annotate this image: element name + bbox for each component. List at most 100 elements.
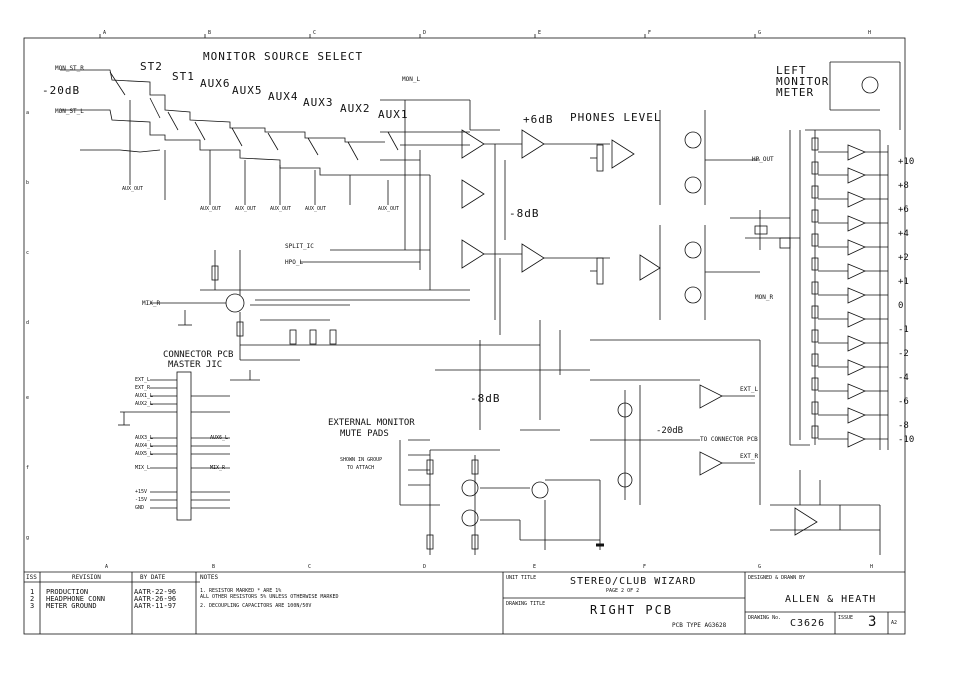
tb-rev-1-iss: 1 <box>30 588 35 596</box>
grid-left-f: f <box>26 465 30 471</box>
tb-company: ALLEN & HEATH <box>785 594 877 605</box>
grid-left-e: e <box>26 395 30 401</box>
external-monitor-title-1: EXTERNAL MONITOR <box>328 418 415 428</box>
grid-left-g: g <box>26 535 30 541</box>
grid-top-d: D <box>423 30 427 36</box>
connector-pin-6: AUX5_L <box>135 451 154 457</box>
grid-top-c: C <box>313 30 317 36</box>
meter-scale-12: -10 <box>898 435 915 445</box>
tb-rev-3-iss: 3 <box>30 602 35 610</box>
meter-scale-4: +2 <box>898 253 909 263</box>
connector-header <box>118 370 260 521</box>
net-label-aux-out-2: AUX_OUT <box>200 206 222 212</box>
tb-rev-2-text: HEADPHONE CONN <box>46 595 106 603</box>
connector-pin-4: AUX3_L <box>135 435 154 441</box>
tb-note-2: 2. DECOUPLING CAPACITORS ARE 100N/50V <box>200 603 312 609</box>
grid-top-g: G <box>758 30 762 36</box>
net-label-ext-l: EXT_L <box>740 386 759 393</box>
connector-pin-0: EXT_L <box>135 377 151 383</box>
grid-bottom-d: D <box>423 564 427 570</box>
meter-scale-9: -4 <box>898 373 909 383</box>
drawing-border <box>23 37 906 635</box>
source-select-switches <box>60 69 470 290</box>
meter-scale-0: +10 <box>898 157 915 167</box>
external-monitor-title-2: MUTE PADS <box>340 429 389 439</box>
connector-pin-11: -15V <box>135 497 148 503</box>
switch-label-aux5: AUX5 <box>232 84 263 97</box>
tb-by-date-header: BY DATE <box>140 574 166 581</box>
meter-scale-7: -1 <box>898 325 909 335</box>
grid-bottom-b: B <box>212 564 216 570</box>
lower-output-stage <box>590 379 881 555</box>
connector-pin-2: AUX1_L <box>135 393 154 399</box>
net-label-hp-out: HP_OUT <box>752 156 774 163</box>
tb-rev-1-date: AATR-22-96 <box>134 588 177 596</box>
meter-scale-11: -8 <box>898 421 909 431</box>
tb-iss-header: ISS <box>26 574 37 581</box>
left-monitor-meter-title-1: LEFT <box>776 64 807 77</box>
connector-pin-9: MIX_R <box>210 465 226 471</box>
grid-top-f: F <box>648 30 652 36</box>
level-label-plus6: +6dB <box>523 113 554 126</box>
switch-label-aux3: AUX3 <box>303 96 334 109</box>
meter-scale-8: -2 <box>898 349 909 359</box>
switch-label-aux6: AUX6 <box>200 77 231 90</box>
switch-label-aux4: AUX4 <box>268 90 299 103</box>
grid-left-b: b <box>26 180 30 186</box>
tb-drawing-no-label: DRAWING No. <box>748 615 782 621</box>
tb-drawing-no: C3626 <box>790 618 826 629</box>
meter-scale-2: +6 <box>898 205 909 215</box>
tb-drawing-title-label: DRAWING TITLE <box>506 601 546 607</box>
phones-level-title: PHONES LEVEL <box>570 111 662 124</box>
net-label-shown-in-group: SHOWN IN GROUP <box>340 457 383 463</box>
tb-issue-label: ISSUE <box>838 615 854 621</box>
tb-page: PAGE 2 OF 2 <box>606 588 640 594</box>
tb-rev-1-text: PRODUCTION <box>46 588 89 596</box>
connector-pin-1: EXT_R <box>135 385 151 391</box>
grid-top-h: H <box>868 30 872 36</box>
net-label-split-ic: SPLIT_IC <box>285 243 314 250</box>
net-label-mon-l: MON_L <box>402 76 421 83</box>
level-label-minus8-lower: -8dB <box>470 392 501 405</box>
grid-top-b: B <box>208 30 212 36</box>
grid-bottom-g: G <box>758 564 762 570</box>
tb-note-1: 1. RESISTOR MARKED * ARE 1% <box>200 588 282 594</box>
meter-ladder <box>799 61 901 450</box>
input-stage <box>150 250 350 361</box>
level-label-minus20-top: -20dB <box>42 84 81 97</box>
grid-left-d: d <box>26 320 30 326</box>
level-label-minus20-lower: -20dB <box>656 426 684 436</box>
net-label-aux-out-6: AUX_OUT <box>378 206 400 212</box>
opamp-stages <box>200 100 810 505</box>
connector-pin-10: +15V <box>135 489 148 495</box>
connector-pcb-title-1: CONNECTOR PCB <box>163 350 234 360</box>
meter-scale-6: 0 <box>898 301 904 311</box>
connector-pin-5: AUX4_L <box>135 443 154 449</box>
connector-pin-7: AUX6_L <box>210 435 229 441</box>
meter-scale-3: +4 <box>898 229 909 239</box>
net-label-aux-out-3: AUX_OUT <box>235 206 257 212</box>
tb-rev-2-date: AATR-26-96 <box>134 595 177 603</box>
grid-top-a: A <box>103 30 107 36</box>
net-label-ext-r: EXT_R <box>740 453 759 460</box>
tb-rev-3-text: METER GROUND <box>46 602 97 610</box>
tb-revision-header: REVISION <box>72 574 101 581</box>
net-label-mon-st-l: MON_ST_L <box>55 108 84 115</box>
meter-scale-1: +8 <box>898 181 909 191</box>
grid-bottom-f: F <box>643 564 647 570</box>
tb-pcb-type: PCB TYPE AG3628 <box>672 622 727 629</box>
grid-bottom-c: C <box>308 564 312 570</box>
tb-rev-2-iss: 2 <box>30 595 35 603</box>
tb-rev-3-date: AATR-11-97 <box>134 602 177 610</box>
switch-label-aux1: AUX1 <box>378 108 409 121</box>
net-label-mix-r: MIX_R <box>142 300 161 307</box>
tb-unit-title-label: UNIT TITLE <box>506 575 537 581</box>
meter-scale-5: +1 <box>898 277 909 287</box>
net-label-aux-out-1: AUX_OUT <box>122 186 144 192</box>
left-monitor-meter-title-2: MONITOR <box>776 75 830 88</box>
connector-pin-8: MIX_L <box>135 465 151 471</box>
grid-bottom-a: A <box>105 564 109 570</box>
left-monitor-meter-title-3: METER <box>776 86 815 99</box>
net-label-to-connector-pcb: TO CONNECTOR PCB <box>700 436 758 443</box>
